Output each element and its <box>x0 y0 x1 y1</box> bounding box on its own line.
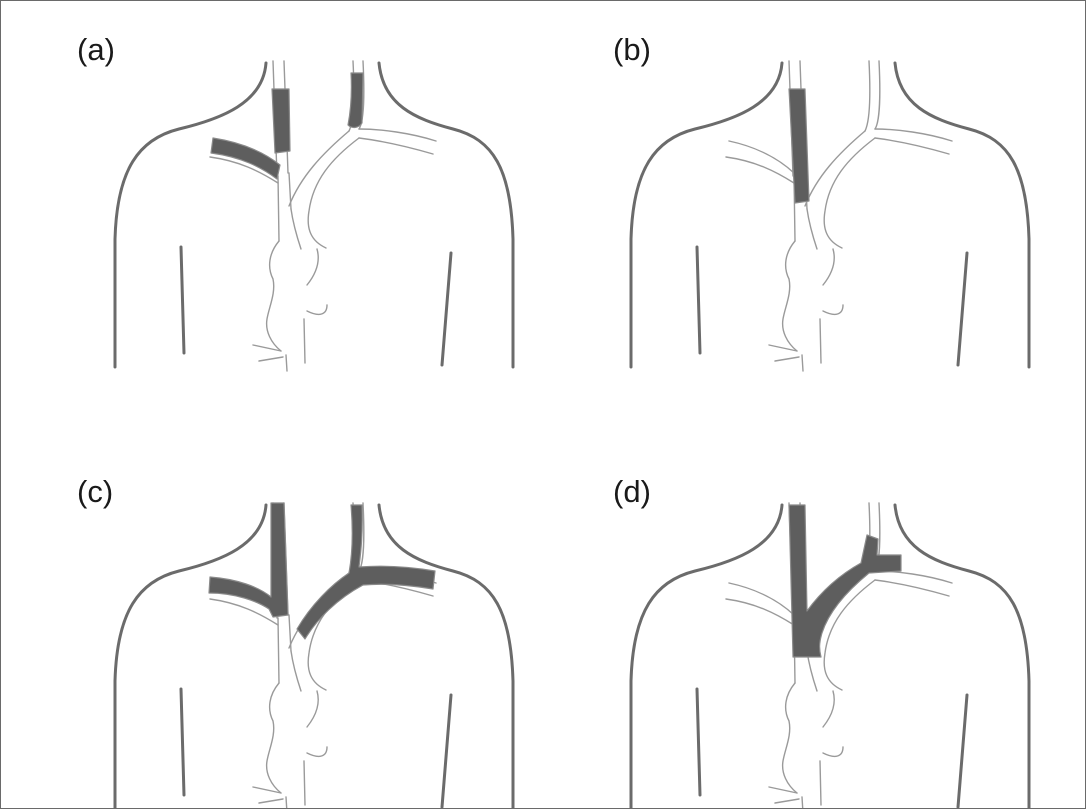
panel-label-b: (b) <box>613 34 651 65</box>
panel-label-d: (d) <box>613 476 651 507</box>
occlusion-right-ijv-to-svc <box>789 89 809 203</box>
occlusion-left-ijv-and-brachiocephalic <box>297 505 435 639</box>
panel-label-c: (c) <box>77 476 113 507</box>
occlusion-right-ijv-and-brachiocephalic <box>209 503 288 617</box>
occlusion-left-ijv <box>348 73 363 127</box>
panel-b-diagram <box>631 61 1029 371</box>
panel-a-diagram <box>115 61 513 371</box>
occlusion-right-ijv <box>272 89 290 153</box>
panel-d-diagram <box>631 503 1029 808</box>
panel-label-a: (a) <box>77 34 115 65</box>
panel-c-diagram <box>115 503 513 808</box>
